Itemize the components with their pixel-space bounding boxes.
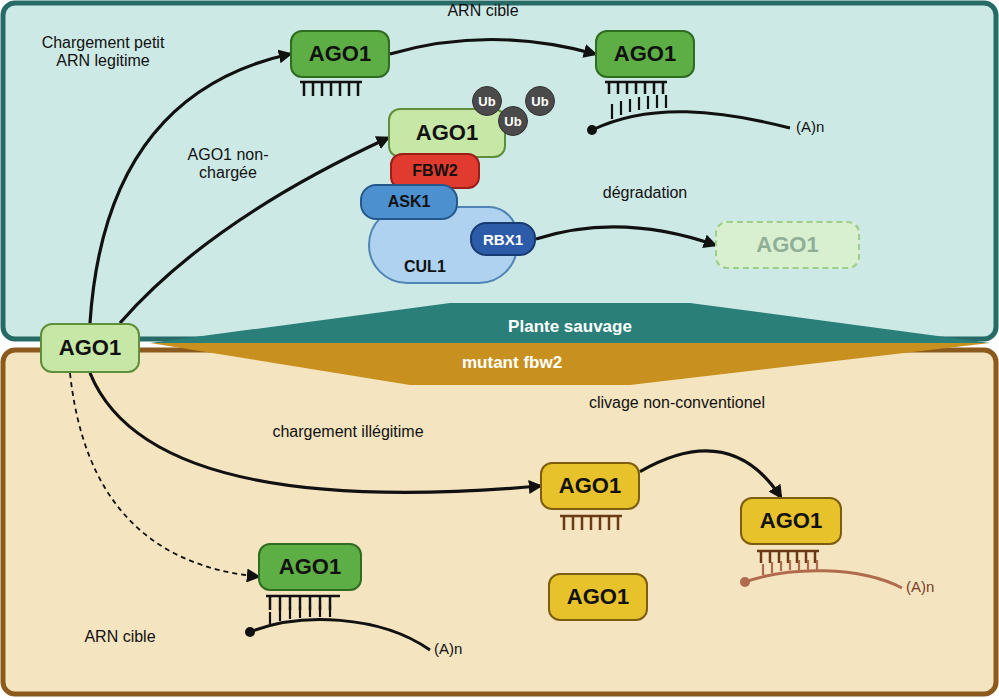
edge-label: dégradation: [585, 184, 705, 202]
mis-loaded-protein: AGO1: [540, 462, 640, 510]
ubiquitin-circle: Ub: [498, 106, 528, 136]
edge-label: ARN cible: [438, 2, 528, 20]
ubiquitin-circle: Ub: [472, 86, 502, 116]
node-text: ASK1: [388, 193, 431, 211]
node-text: AGO1: [559, 473, 621, 499]
mutant-panel: [3, 350, 996, 694]
target-rna: [587, 95, 790, 135]
target-bound-protein: AGO1: [595, 30, 695, 78]
dashed-arrow: [70, 373, 258, 577]
banner-shape: [150, 343, 990, 385]
node-text: AGO1: [756, 232, 818, 258]
mis-loaded-protein: AGO1: [548, 573, 648, 621]
edge-label: ARN cible: [70, 628, 170, 646]
mis-loaded-protein: AGO1: [740, 497, 842, 545]
flow-arrow: [90, 373, 540, 492]
node-text: AGO1: [567, 584, 629, 610]
loaded-protein: AGO1: [290, 30, 390, 78]
target-rna: [245, 605, 430, 650]
cleaved-rna: [740, 560, 902, 588]
flow-arrow: [120, 138, 388, 323]
wild-type-panel: [3, 3, 996, 339]
node-text: mutant fbw2: [462, 353, 562, 373]
edge-label: AGO1 non-chargée: [168, 146, 288, 183]
node-text: AGO1: [279, 554, 341, 580]
node-text: RBX1: [483, 231, 523, 248]
ask1-protein: ASK1: [360, 184, 458, 220]
node-text: AGO1: [614, 41, 676, 67]
polya-tail-label: (A)n: [796, 118, 824, 135]
source-protein: AGO1: [40, 323, 140, 373]
small-rna: [605, 82, 667, 94]
flow-arrow: [90, 54, 290, 323]
node-text: AGO1: [760, 508, 822, 534]
polya-tail-label: (A)n: [906, 578, 934, 595]
illegitimate-small-rna: [560, 516, 622, 530]
edge-label: clivage non-conventionel: [582, 394, 772, 412]
node-text: FBW2: [412, 162, 457, 180]
edge-label: Chargement petit ARN legitime: [38, 34, 168, 71]
ubiquitin-circle: Ub: [525, 86, 555, 116]
node-text: CUL1: [404, 258, 446, 276]
node-text: AGO1: [309, 41, 371, 67]
degraded-protein: AGO1: [715, 221, 860, 269]
node-text: Ub: [478, 94, 495, 109]
node-text: Plante sauvage: [508, 317, 632, 337]
flow-arrow: [640, 451, 781, 497]
node-text: Ub: [531, 94, 548, 109]
small-rna: [300, 82, 362, 96]
target-bound-protein: AGO1: [258, 543, 362, 591]
edge-label: chargement illégitime: [238, 423, 458, 441]
condition-banner: Plante sauvage: [150, 303, 990, 343]
node-text: AGO1: [59, 335, 121, 361]
rbx1-protein: RBX1: [470, 222, 536, 256]
illegitimate-small-rna: [757, 551, 819, 563]
condition-banner: mutant fbw2: [150, 343, 990, 385]
node-text: AGO1: [416, 120, 478, 146]
polya-tail-label: (A)n: [434, 640, 462, 657]
node-text: Ub: [504, 114, 521, 129]
flow-arrow: [536, 227, 715, 245]
flow-arrow: [390, 40, 595, 55]
